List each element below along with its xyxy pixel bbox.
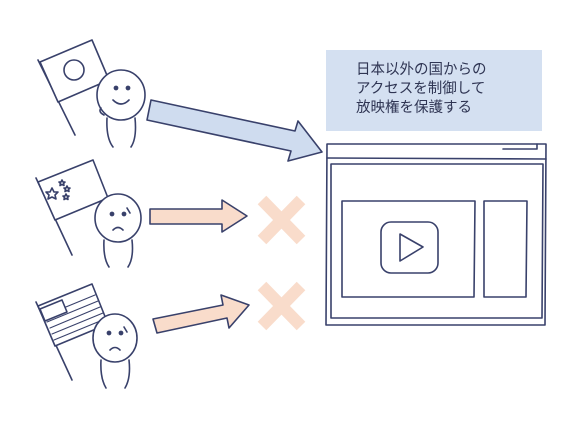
rising-sun xyxy=(63,59,85,81)
cross-icon xyxy=(257,195,306,245)
smile-mouth xyxy=(112,99,130,105)
arrow-blocked-usa xyxy=(152,294,250,334)
browser-bar xyxy=(326,157,547,160)
browser-tab xyxy=(502,143,538,150)
cross-icon xyxy=(257,281,306,331)
usa-stripes xyxy=(43,294,106,341)
play-icon xyxy=(380,221,439,274)
body xyxy=(103,239,134,268)
body xyxy=(100,359,131,389)
arrow-allowed xyxy=(146,99,323,162)
viewer-china xyxy=(35,159,142,268)
face xyxy=(92,313,138,363)
viewer-japan xyxy=(37,39,146,148)
face xyxy=(94,193,142,243)
browser-frame xyxy=(325,143,547,326)
caption-line-1: 日本以外の国からの xyxy=(356,62,487,78)
video-player xyxy=(341,200,476,298)
flag-star xyxy=(45,187,59,200)
usa-canton xyxy=(39,299,68,322)
caption-line-2: アクセスを制御して xyxy=(356,81,486,97)
body xyxy=(106,117,137,148)
video-site-window xyxy=(325,143,547,326)
caption-box: 日本以外の国からの アクセスを制御して 放映権を保護する xyxy=(326,50,542,131)
sidebar-panel xyxy=(483,200,528,298)
arrow-blocked-china xyxy=(149,199,248,233)
sad-mouth xyxy=(112,226,124,231)
sad-mouth xyxy=(109,346,121,351)
content-area xyxy=(330,163,544,319)
viewer-usa xyxy=(35,283,138,389)
caption-line-3: 放映権を保護する xyxy=(356,100,472,116)
face xyxy=(96,69,146,121)
